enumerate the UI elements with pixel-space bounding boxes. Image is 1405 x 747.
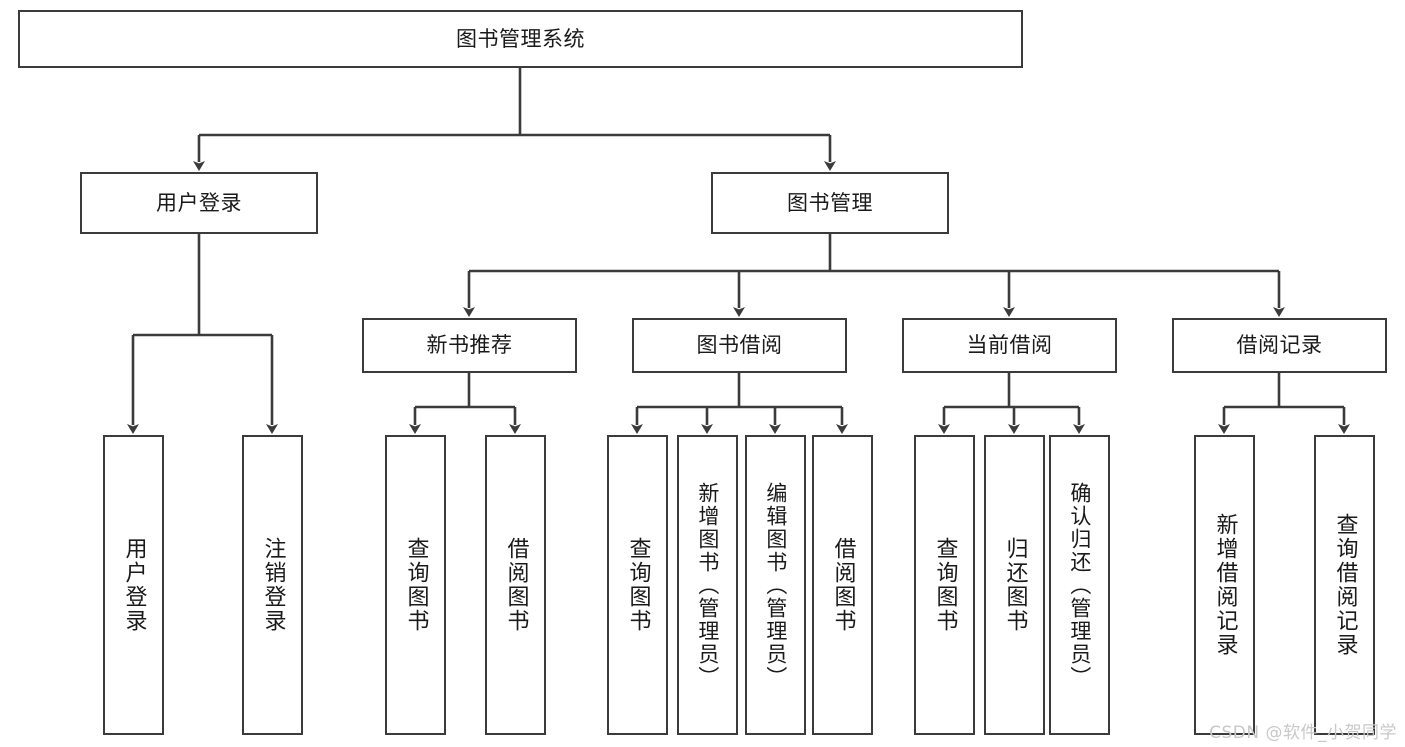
- node-label: 归还图书: [1002, 537, 1028, 633]
- node-label: 借阅记录: [1236, 333, 1323, 358]
- node-label: 用户登录: [121, 537, 147, 633]
- node-borrow-record[interactable]: 借阅记录: [1172, 318, 1387, 373]
- node-label: 图书管理: [787, 190, 873, 215]
- node-leaf-query-borrow-record[interactable]: 查询借阅记录: [1314, 435, 1375, 735]
- node-leaf-edit-book-admin[interactable]: 编辑图书（管理员）: [745, 435, 806, 735]
- node-user-login[interactable]: 用户登录: [80, 172, 318, 234]
- node-current-borrow[interactable]: 当前借阅: [902, 318, 1117, 373]
- node-book-borrow[interactable]: 图书借阅: [632, 318, 847, 373]
- node-new-book-recommend[interactable]: 新书推荐: [362, 318, 577, 373]
- node-leaf-query-book-2[interactable]: 查询图书: [607, 435, 668, 735]
- node-label: 图书管理系统: [456, 26, 585, 51]
- node-label: 查询图书: [625, 537, 651, 633]
- node-label: 新增借阅记录: [1212, 513, 1238, 657]
- node-label: 借阅图书: [830, 537, 856, 633]
- node-label: 当前借阅: [966, 333, 1053, 358]
- node-leaf-query-book-3[interactable]: 查询图书: [914, 435, 975, 735]
- node-book-management[interactable]: 图书管理: [711, 172, 949, 234]
- node-leaf-add-book-admin[interactable]: 新增图书（管理员）: [677, 435, 738, 735]
- node-label: 查询借阅记录: [1332, 513, 1358, 657]
- node-label: 查询图书: [403, 537, 429, 633]
- node-label: 查询图书: [932, 537, 958, 633]
- node-label: 图书借阅: [696, 333, 783, 358]
- node-label: 新书推荐: [426, 333, 513, 358]
- node-leaf-borrow-book-1[interactable]: 借阅图书: [485, 435, 546, 735]
- node-label: 新增图书（管理员）: [695, 481, 720, 689]
- node-leaf-borrow-book-2[interactable]: 借阅图书: [812, 435, 873, 735]
- node-leaf-confirm-return-admin[interactable]: 确认归还（管理员）: [1049, 435, 1110, 735]
- node-label: 确认归还（管理员）: [1067, 481, 1092, 689]
- node-root-system[interactable]: 图书管理系统: [18, 10, 1023, 68]
- node-leaf-user-login[interactable]: 用户登录: [103, 435, 164, 735]
- node-label: 注销登录: [260, 537, 286, 633]
- node-leaf-return-book[interactable]: 归还图书: [984, 435, 1045, 735]
- node-leaf-query-book-1[interactable]: 查询图书: [385, 435, 446, 735]
- watermark: CSDN @软件_小贺同学: [1209, 723, 1397, 743]
- node-leaf-logout[interactable]: 注销登录: [242, 435, 303, 735]
- node-leaf-add-borrow-record[interactable]: 新增借阅记录: [1194, 435, 1255, 735]
- node-label: 编辑图书（管理员）: [763, 481, 788, 689]
- node-label: 用户登录: [156, 190, 242, 215]
- node-label: 借阅图书: [503, 537, 529, 633]
